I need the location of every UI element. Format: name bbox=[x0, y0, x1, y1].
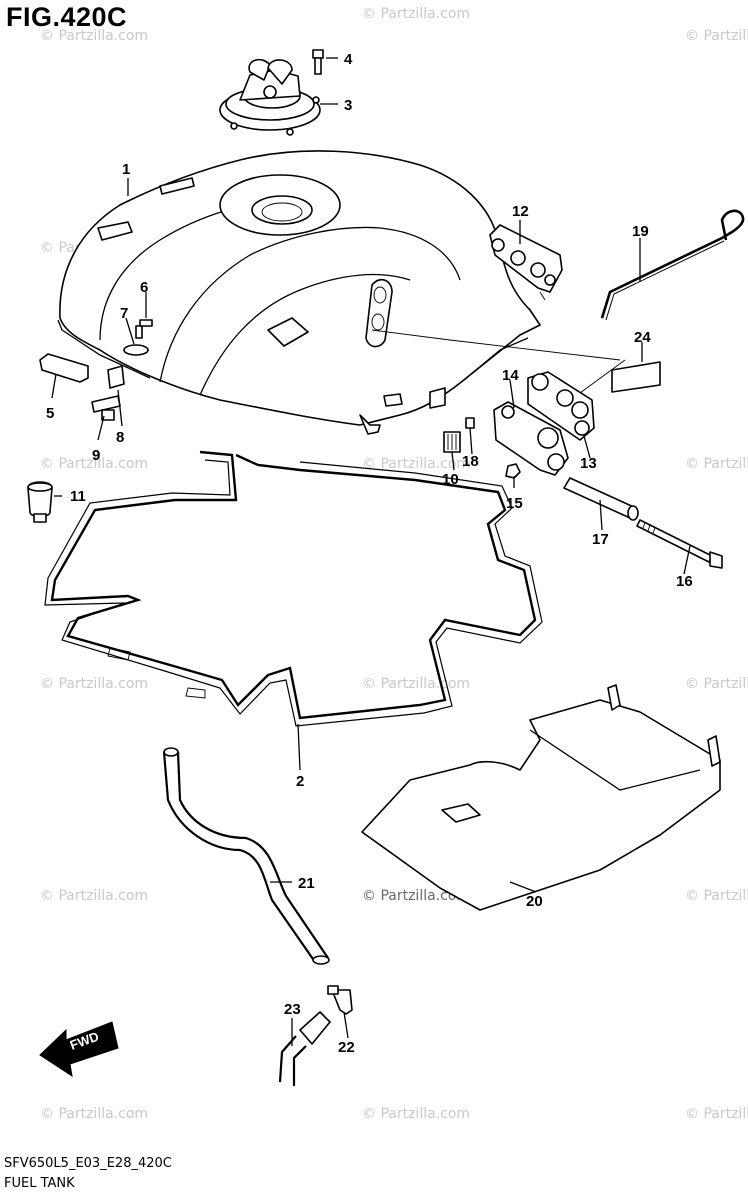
watermark: © Partzilla.com bbox=[362, 6, 470, 22]
part-24-pad bbox=[611, 361, 661, 393]
callout-19: 19 bbox=[632, 223, 649, 240]
watermark: © Partzilla.com bbox=[685, 676, 748, 692]
callout-13: 13 bbox=[580, 455, 597, 472]
callout-16: 16 bbox=[676, 573, 693, 590]
callout-labels: 1 2 3 4 5 6 7 8 9 10 11 12 13 14 15 16 1… bbox=[46, 51, 693, 1056]
callout-21: 21 bbox=[298, 875, 315, 892]
callout-18: 18 bbox=[462, 453, 479, 470]
watermark: © Partzilla.com bbox=[362, 676, 470, 692]
figure-name: FUEL TANK bbox=[4, 1176, 75, 1191]
part-21-hose bbox=[162, 747, 330, 965]
part-10-damper bbox=[443, 431, 461, 453]
part-14-hinge-bracket bbox=[493, 401, 569, 476]
watermark: © Partzilla.com bbox=[685, 888, 748, 904]
part-13-hinge-plate bbox=[527, 371, 595, 441]
watermark: © Partzilla.com bbox=[40, 456, 148, 472]
callout-14: 14 bbox=[502, 367, 519, 384]
part-16-bolt bbox=[636, 519, 723, 569]
callout-15: 15 bbox=[506, 495, 523, 512]
part-15-nut bbox=[505, 463, 521, 479]
callout-1: 1 bbox=[122, 161, 130, 178]
callout-10: 10 bbox=[442, 471, 459, 488]
part-8-collar bbox=[107, 365, 125, 389]
callout-22: 22 bbox=[338, 1039, 355, 1056]
part-6-bolt bbox=[135, 319, 153, 339]
part-7-washer bbox=[123, 344, 149, 356]
watermark: © Partzilla.com bbox=[685, 1106, 748, 1122]
figure-title: FIG.420C bbox=[6, 2, 128, 32]
fwd-arrow-icon: FWD bbox=[39, 1021, 119, 1078]
watermark: © Partzilla.com bbox=[40, 888, 148, 904]
watermark: © Partzilla.com bbox=[685, 456, 748, 472]
callout-8: 8 bbox=[116, 429, 124, 446]
part-2-cushion-loop bbox=[44, 450, 543, 727]
watermark: © Partzilla.com bbox=[40, 28, 148, 44]
callout-5: 5 bbox=[46, 405, 54, 422]
callout-12: 12 bbox=[512, 203, 529, 220]
part-20-protector bbox=[361, 684, 721, 911]
callout-20: 20 bbox=[526, 893, 543, 910]
watermark: © Partzilla.com bbox=[685, 28, 748, 44]
part-11-cap bbox=[27, 481, 53, 523]
part-5-cushion bbox=[39, 353, 89, 383]
part-9-grommet bbox=[91, 395, 121, 421]
part-1-fuel-tank bbox=[57, 150, 541, 435]
figure-code: SFV650L5_E03_E28_420C bbox=[4, 1156, 172, 1171]
part-22-fitting bbox=[327, 985, 353, 1015]
callout-6: 6 bbox=[140, 279, 148, 296]
part-23-drain-hose bbox=[278, 1011, 331, 1086]
part-4-bolt bbox=[312, 49, 324, 75]
watermark: © Partzilla.com bbox=[40, 1106, 148, 1122]
watermark: © Partzilla.com bbox=[362, 456, 470, 472]
callout-11: 11 bbox=[70, 488, 86, 505]
part-17-collar bbox=[563, 477, 639, 521]
part-19-prop-rod bbox=[600, 209, 745, 321]
callout-3: 3 bbox=[344, 97, 352, 114]
callout-7: 7 bbox=[120, 305, 128, 322]
watermark: © Partzilla.com bbox=[362, 888, 470, 904]
part-3-fuel-cap bbox=[219, 58, 321, 136]
callout-23: 23 bbox=[284, 1001, 301, 1018]
callout-9: 9 bbox=[92, 447, 100, 464]
watermark: © Partzilla.com bbox=[40, 676, 148, 692]
callout-17: 17 bbox=[592, 531, 609, 548]
part-18-clip bbox=[465, 417, 475, 429]
part-12-bracket bbox=[489, 224, 563, 301]
callout-24: 24 bbox=[634, 329, 651, 346]
callout-4: 4 bbox=[344, 51, 353, 68]
watermark: © Partzilla.com bbox=[362, 1106, 470, 1122]
leader-lines bbox=[51, 57, 691, 1046]
callout-2: 2 bbox=[296, 773, 304, 790]
